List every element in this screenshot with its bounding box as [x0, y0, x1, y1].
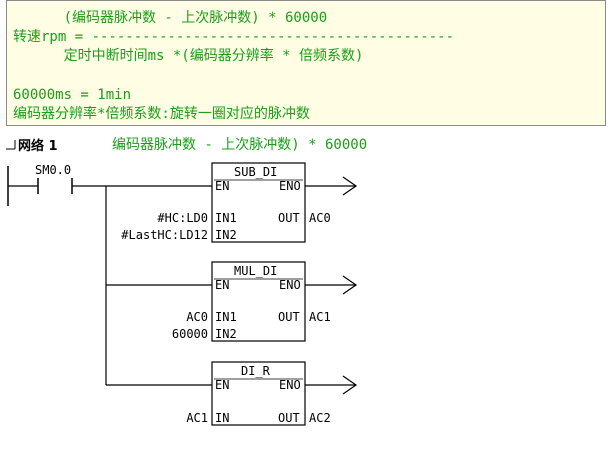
function-box-di-r[interactable]: DI_R EN ENO IN OUT AC1 AC2 [186, 361, 358, 426]
in1-operand[interactable]: AC0 [186, 310, 208, 324]
network-comment: 编码器脉冲数 - 上次脉冲数) * 60000 [112, 137, 368, 153]
function-box-sub-di[interactable]: SUB_DI EN ENO IN1 IN2 OUT #HC:LD0 #LastH… [121, 162, 358, 243]
network-title: 网络 1 [18, 139, 58, 154]
comment-line-5: 60000ms = 1min [13, 87, 132, 103]
eno-arrow-icon [342, 176, 358, 196]
eno-arrow-icon [342, 275, 358, 295]
comment-line-1: (编码器脉冲数 - 上次脉冲数) * 60000 [13, 10, 328, 26]
in1-operand[interactable]: #HC:LD0 [157, 211, 208, 225]
contact-label: SM0.0 [35, 163, 71, 177]
in2-operand[interactable]: #LastHC:LD12 [121, 228, 208, 242]
network-comment-box[interactable]: (编码器脉冲数 - 上次脉冲数) * 60000 转速rpm = -------… [6, 0, 606, 126]
comment-line-2: 转速rpm = --------------------------------… [13, 29, 455, 45]
in2-operand[interactable]: 60000 [172, 327, 208, 341]
box-frame [211, 162, 306, 243]
comment-line-6: 编码器分辨率*倍频系数:旋转一圈对应的脉冲数 [13, 106, 310, 122]
function-box-mul-di[interactable]: MUL_DI EN ENO IN1 IN2 OUT AC0 60000 AC1 [172, 261, 358, 342]
comment-line-3: 定时中断时间ms *(编码器分辨率 * 倍频系数) [13, 48, 364, 64]
box-frame [211, 361, 306, 426]
out-label: OUT [278, 411, 300, 425]
en-label: EN [215, 378, 229, 392]
in1-label: IN1 [215, 310, 237, 324]
out-operand[interactable]: AC0 [309, 211, 331, 225]
out-operand[interactable]: AC1 [309, 310, 331, 324]
out-label: OUT [278, 310, 300, 324]
eno-label: ENO [279, 378, 301, 392]
in2-label: IN2 [215, 327, 237, 341]
in2-label: IN2 [215, 228, 237, 242]
box-frame [211, 261, 306, 342]
in-label: IN [215, 411, 229, 425]
box-name: DI_R [241, 364, 271, 378]
en-label: EN [215, 278, 229, 292]
eno-label: ENO [279, 278, 301, 292]
eno-arrow-icon [342, 375, 358, 395]
box-name: MUL_DI [234, 264, 277, 278]
network-header[interactable]: 网络 1 编码器脉冲数 - 上次脉冲数) * 60000 [0, 130, 612, 156]
en-label: EN [215, 179, 229, 193]
out-operand[interactable]: AC2 [309, 411, 331, 425]
box-name: SUB_DI [234, 165, 277, 179]
eno-label: ENO [279, 179, 301, 193]
out-label: OUT [278, 211, 300, 225]
in-operand[interactable]: AC1 [186, 411, 208, 425]
in1-label: IN1 [215, 211, 237, 225]
collapse-icon[interactable] [6, 140, 16, 150]
